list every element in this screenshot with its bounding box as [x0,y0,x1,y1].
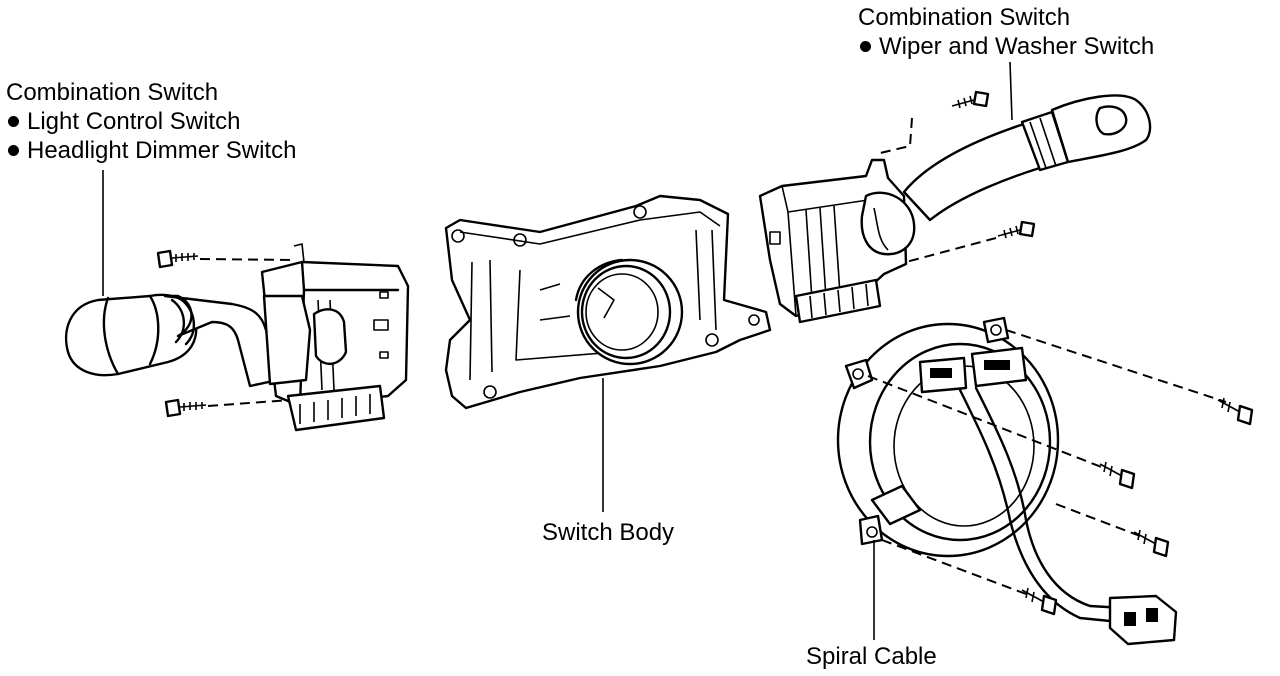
right-switch-title: Combination Switch [858,4,1071,31]
right-switch-item-1: Wiper and Washer Switch [858,32,1154,61]
bullet-icon [8,115,19,127]
left-switch-item-2: Headlight Dimmer Switch [6,136,296,165]
screw-left-lower [164,398,207,418]
label-right-combination-switch: Combination Switch Wiper and Washer Swit… [858,3,1154,61]
screw-spiral-1 [1217,397,1254,426]
spiral-cable [836,316,1178,646]
screw-spiral-2 [1099,461,1136,490]
switch-body [444,194,772,410]
label-left-combination-switch: Combination Switch Light Control Switch … [6,78,296,165]
screw-left-upper [156,249,199,269]
left-switch-item-1: Light Control Switch [6,107,296,136]
screw-spiral-3 [1133,529,1170,558]
screw-right-lower [997,220,1036,239]
bullet-icon [860,40,871,52]
left-switch-title: Combination Switch [6,79,219,106]
screw-right-upper [951,90,990,109]
label-spiral-cable: Spiral Cable [806,643,937,670]
left-combination-switch [64,243,410,432]
screw-spiral-4 [1021,587,1058,616]
label-switch-body: Switch Body [542,519,675,546]
leader-right-switch [1009,61,1013,121]
bullet-icon [8,144,19,156]
right-combination-switch [758,94,1152,324]
